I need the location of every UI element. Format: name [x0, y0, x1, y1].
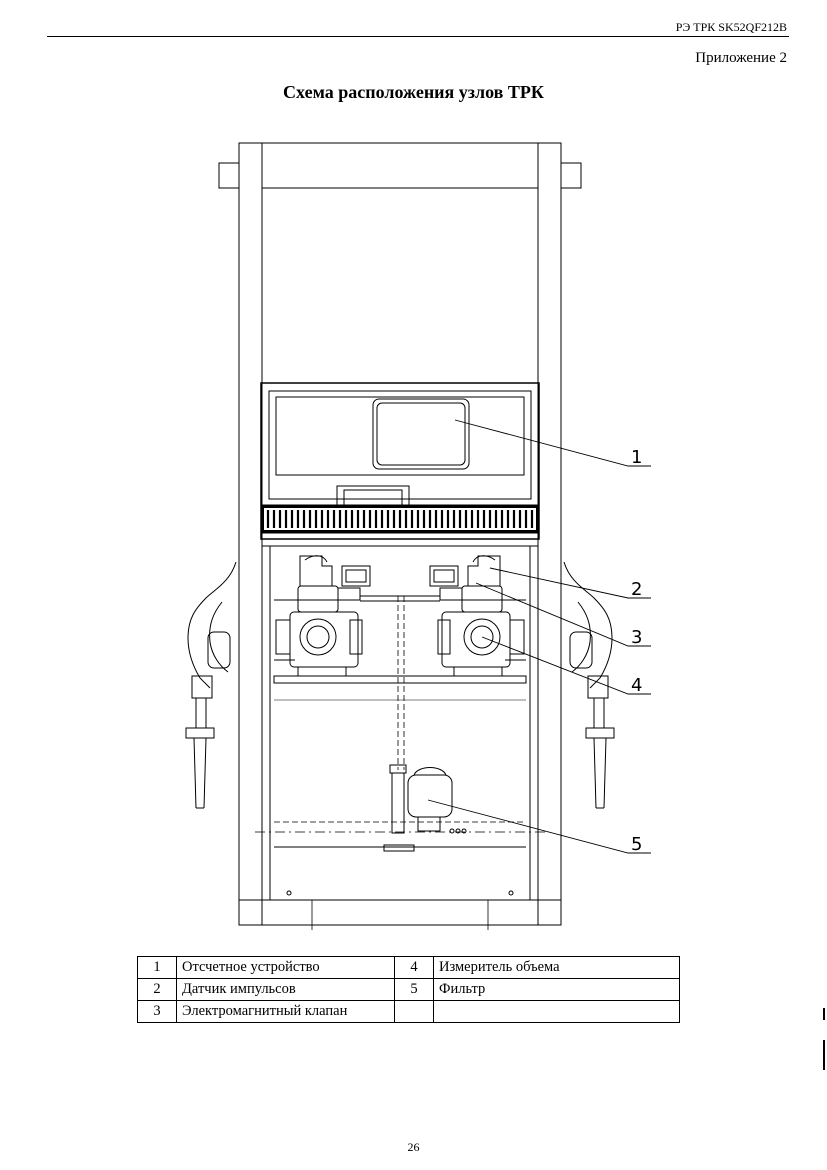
- legend-number: 4: [394, 956, 434, 979]
- callout-3: 3: [631, 627, 642, 648]
- legend-name: Фильтр: [433, 978, 680, 1001]
- leader-1: [454, 419, 651, 467]
- legend-number: [394, 1000, 434, 1023]
- left-meter-unit: [275, 555, 371, 677]
- page-title: Схема расположения узлов ТРК: [283, 82, 544, 102]
- table-row: 2 Датчик импульсов 5 Фильтр: [137, 978, 680, 1001]
- legend-table: 1 Отсчетное устройство 4 Измеритель объе…: [137, 956, 680, 1023]
- table-row: 1 Отсчетное устройство 4 Измеритель объе…: [137, 956, 680, 979]
- leader-4: [481, 636, 651, 695]
- edge-mark: [823, 1040, 825, 1070]
- callout-leaders: [427, 419, 651, 854]
- leader-5: [427, 799, 651, 854]
- legend-name: Отсчетное устройство: [176, 956, 395, 979]
- page-number: 26: [407, 1140, 420, 1154]
- filter: [383, 764, 467, 852]
- left-nozzle: [185, 561, 237, 809]
- callout-4: 4: [631, 675, 642, 696]
- callout-1: 1: [631, 447, 642, 468]
- counting-unit: [260, 382, 540, 547]
- leader-3: [475, 582, 651, 647]
- legend-number: 5: [394, 978, 434, 1001]
- legend-name: Измеритель объема: [433, 956, 680, 979]
- callout-2: 2: [631, 579, 642, 600]
- legend-number: 3: [137, 1000, 177, 1023]
- leader-2: [489, 567, 651, 599]
- callout-5: 5: [631, 834, 642, 855]
- legend-name: [433, 1000, 680, 1023]
- table-row: 3 Электромагнитный клапан: [137, 1000, 680, 1023]
- appendix-label: Приложение 2: [695, 50, 787, 66]
- right-meter-unit: [429, 555, 525, 677]
- hydraulic-compartment: [255, 546, 545, 900]
- dispenser-frame: [218, 142, 582, 930]
- document-code: РЭ ТРК SK52QF212B: [675, 20, 787, 34]
- callout-numbers: 1 2 3 4 5: [631, 447, 642, 855]
- legend-name: Электромагнитный клапан: [176, 1000, 395, 1023]
- legend-number: 1: [137, 956, 177, 979]
- legend-number: 2: [137, 978, 177, 1001]
- legend-name: Датчик импульсов: [176, 978, 395, 1001]
- edge-mark: [823, 1008, 825, 1020]
- right-nozzle: [563, 561, 615, 809]
- header-rule: [47, 36, 789, 37]
